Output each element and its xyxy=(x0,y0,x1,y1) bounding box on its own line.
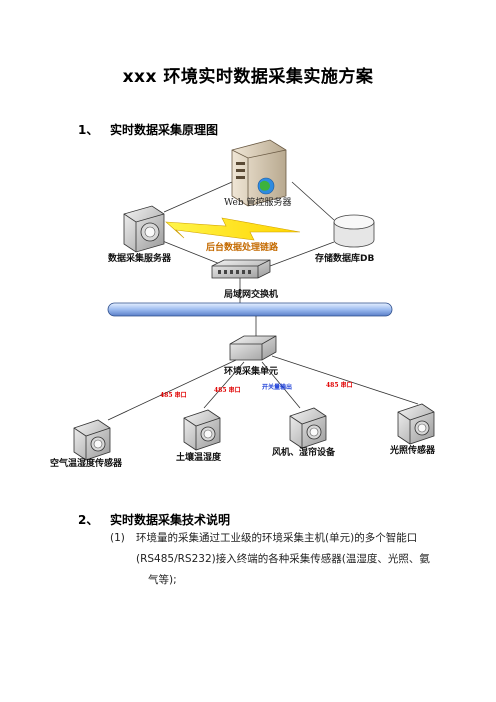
port-label-4: 485 串口 xyxy=(326,381,353,389)
web-server-label: Web 管控服务器 xyxy=(224,196,291,208)
upper-connection-lines xyxy=(159,181,335,304)
data-server-label: 数据采集服务器 xyxy=(108,252,172,264)
air-sensor-label: 空气温湿度传感器 xyxy=(50,457,123,469)
section-1-number: 1、 xyxy=(78,123,99,137)
backend-link-label: 后台数据处理链路 xyxy=(206,241,279,253)
section-2-title: 实时数据采集技术说明 xyxy=(110,513,231,527)
item-1-line-1: 环境量的采集通过工业级的环境采集主机(单元)的多个智能口 xyxy=(136,532,418,544)
collector-label: 环境采集单元 xyxy=(224,365,278,377)
light-sensor-icon xyxy=(397,403,435,445)
item-1-marker: (1) xyxy=(110,532,125,544)
lan-bus xyxy=(107,302,393,317)
collector-icon xyxy=(229,335,277,361)
section-1-title: 实时数据采集原理图 xyxy=(110,123,219,137)
lan-switch-label: 局域网交换机 xyxy=(224,288,278,300)
page-title: xxx 环境实时数据采集实施方案 xyxy=(122,67,374,87)
database-icon xyxy=(333,214,375,248)
soil-sensor-label: 土壤温湿度 xyxy=(176,451,222,463)
device-connection-lines xyxy=(107,355,419,421)
item-1-line-2: (RS485/RS232)接入终端的各种采集传感器(温湿度、光照、氨 xyxy=(136,553,430,565)
web-server-icon xyxy=(231,139,287,207)
fan-device-icon xyxy=(289,407,327,449)
port-label-3: 开关量输出 xyxy=(262,383,292,391)
port-label-2: 485 串口 xyxy=(214,386,241,394)
port-label-1: 485 串口 xyxy=(160,391,187,399)
fan-device-label: 风机、湿帘设备 xyxy=(272,446,336,458)
soil-sensor-icon xyxy=(183,409,221,451)
section-1-heading: 1、实时数据采集原理图 xyxy=(78,121,218,138)
storage-db-label: 存储数据库DB xyxy=(315,252,374,264)
item-1-line-3: 气等); xyxy=(148,574,177,586)
section-2-number: 2、 xyxy=(78,513,99,527)
light-sensor-label: 光照传感器 xyxy=(389,444,436,456)
lan-switch-icon xyxy=(211,259,271,279)
section-2-heading: 2、实时数据采集技术说明 xyxy=(78,511,230,528)
backend-link-bolt-icon xyxy=(165,217,301,241)
data-server-icon xyxy=(123,205,165,253)
air-sensor-icon xyxy=(73,419,111,461)
